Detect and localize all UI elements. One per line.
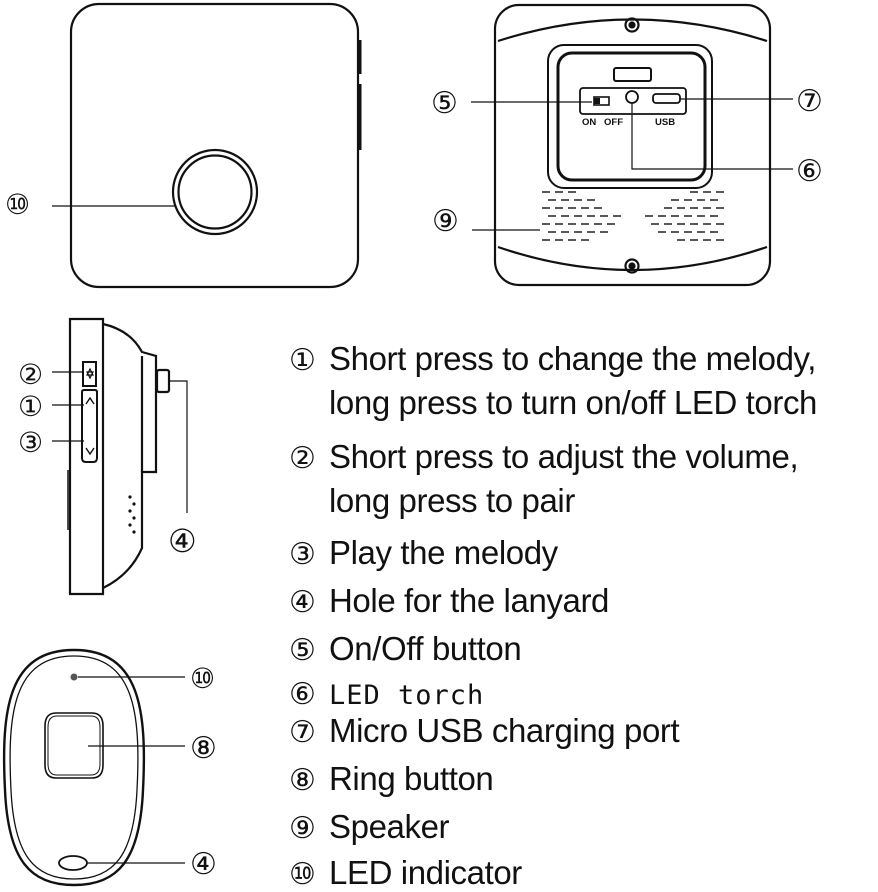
receiver-front-body bbox=[69, 2, 360, 289]
receiver-front bbox=[69, 2, 362, 289]
svg-text:⑤: ⑤ bbox=[431, 86, 458, 121]
receiver-back-body bbox=[493, 3, 772, 287]
callout-3: ③ bbox=[18, 426, 84, 459]
speaker-grille bbox=[542, 191, 724, 241]
svg-text:②: ② bbox=[18, 358, 43, 391]
svg-text:⑧: ⑧ bbox=[190, 731, 217, 766]
receiver-side bbox=[67, 317, 171, 596]
remote-led-indicator bbox=[70, 673, 78, 681]
callout-10-front: ⑩ bbox=[5, 188, 176, 221]
torch-lens bbox=[625, 90, 639, 104]
ring-button-icon bbox=[44, 712, 104, 779]
battery-compartment bbox=[556, 51, 707, 182]
callout-5: ⑤ bbox=[431, 86, 592, 121]
svg-text:USB: USB bbox=[655, 117, 675, 128]
led-indicator-ring bbox=[171, 148, 259, 236]
speaker-hole bbox=[132, 530, 136, 534]
callout-9: ⑨ bbox=[432, 204, 540, 239]
melody-rocker bbox=[81, 389, 98, 463]
speaker-hole bbox=[132, 516, 136, 520]
volume-button bbox=[82, 361, 97, 387]
svg-text:⑩: ⑩ bbox=[190, 662, 215, 695]
svg-text:⑦: ⑦ bbox=[796, 84, 823, 119]
callout-2: ② bbox=[18, 358, 84, 391]
callout-1: ① bbox=[18, 390, 84, 423]
speaker-hole bbox=[128, 523, 132, 527]
svg-text:ON: ON bbox=[582, 117, 596, 128]
svg-text:④: ④ bbox=[190, 847, 217, 882]
callout-8: ⑧ bbox=[88, 731, 217, 766]
receiver-back bbox=[493, 3, 772, 287]
callout-4-remote: ④ bbox=[87, 847, 217, 882]
svg-text:③: ③ bbox=[18, 426, 43, 459]
lanyard-hole bbox=[58, 855, 88, 871]
speaker-hole bbox=[128, 509, 132, 513]
callout-7: ⑦ bbox=[680, 84, 823, 119]
callout-6: ⑥ bbox=[631, 103, 823, 189]
speaker-hole bbox=[132, 502, 136, 506]
svg-text:④: ④ bbox=[168, 522, 197, 560]
svg-text:OFF: OFF bbox=[604, 117, 623, 128]
svg-text:⑩: ⑩ bbox=[5, 188, 30, 221]
remote-body bbox=[2, 648, 146, 887]
micro-usb-port bbox=[652, 93, 681, 104]
svg-text:⑥: ⑥ bbox=[796, 154, 823, 189]
speaker-hole bbox=[128, 495, 132, 499]
side-speaker-holes bbox=[128, 495, 136, 534]
remote-button bbox=[2, 648, 146, 887]
svg-text:①: ① bbox=[18, 390, 43, 423]
svg-text:⑨: ⑨ bbox=[432, 204, 459, 239]
callout-10-remote: ⑩ bbox=[78, 662, 215, 695]
callout-4-side: ④ bbox=[168, 380, 197, 560]
